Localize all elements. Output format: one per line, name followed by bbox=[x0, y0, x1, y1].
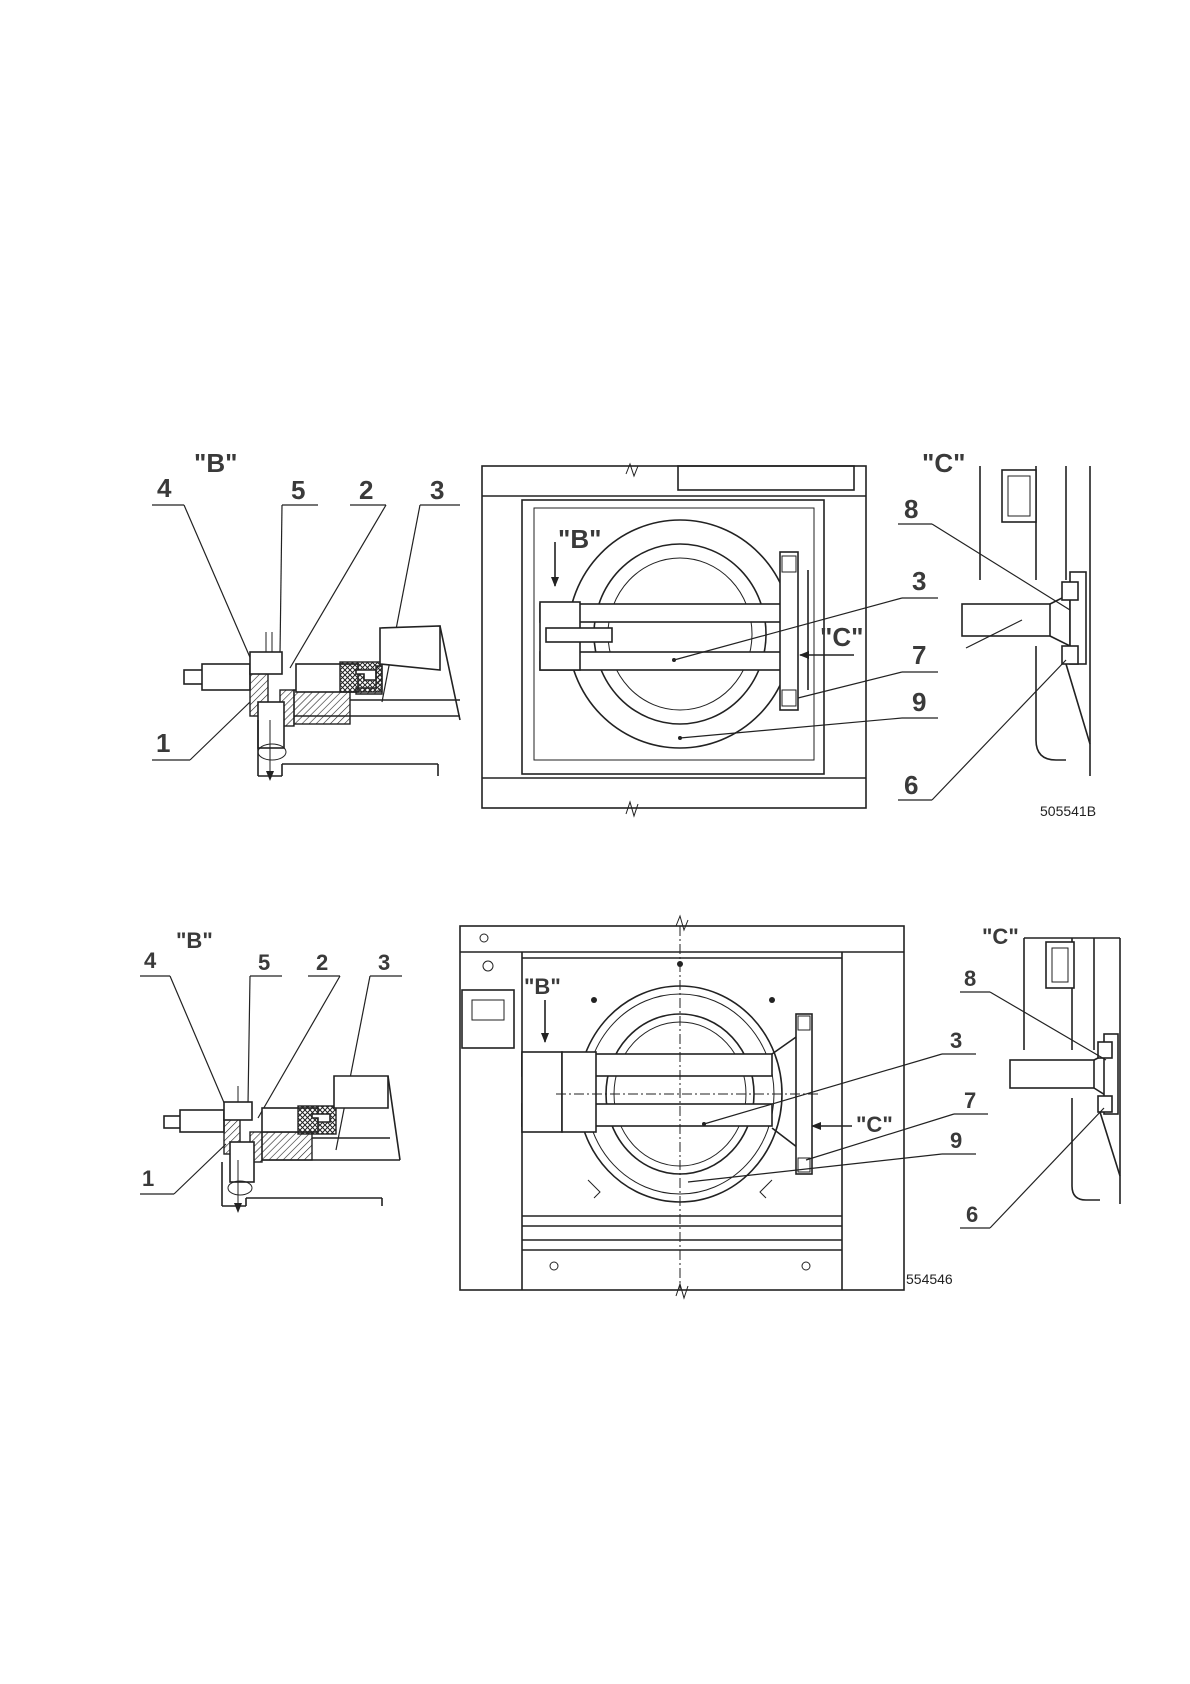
ref-label-6: 6 bbox=[966, 1202, 978, 1227]
front-view-top: "B" "C" 3 7 9 bbox=[482, 464, 938, 816]
detail-b-bottom: "B" 4 5 2 3 1 bbox=[140, 928, 402, 1212]
view-b-title: "B" bbox=[176, 928, 213, 953]
drawing-bottom: "B" 4 5 2 3 1 bbox=[140, 916, 1120, 1298]
ref-label-7: 7 bbox=[912, 640, 926, 670]
view-b-callout: "B" bbox=[524, 974, 561, 999]
view-c-title: "C" bbox=[982, 924, 1019, 949]
view-c-callout: "C" bbox=[820, 622, 863, 652]
ref-label-1: 1 bbox=[142, 1166, 154, 1191]
ref-label-8: 8 bbox=[964, 966, 976, 991]
view-c-callout: "C" bbox=[856, 1112, 893, 1137]
drawing-code: 505541B bbox=[1040, 803, 1096, 819]
drawing-top: "B" 4 5 2 3 1 bbox=[152, 448, 1096, 819]
ref-label-5: 5 bbox=[258, 950, 270, 975]
detail-c-bottom: "C" 8 6 bbox=[960, 924, 1120, 1228]
front-view-bottom: "B" "C" 3 7 9 554546 bbox=[460, 916, 988, 1298]
ref-label-8: 8 bbox=[904, 494, 918, 524]
ref-label-2: 2 bbox=[359, 475, 373, 505]
ref-label-2: 2 bbox=[316, 950, 328, 975]
ref-label-3: 3 bbox=[912, 566, 926, 596]
ref-label-9: 9 bbox=[912, 687, 926, 717]
ref-label-1: 1 bbox=[156, 728, 170, 758]
ref-label-3: 3 bbox=[950, 1028, 962, 1053]
ref-label-7: 7 bbox=[964, 1088, 976, 1113]
detail-c-top: "C" 8 6 505541B bbox=[898, 448, 1096, 819]
view-c-title: "C" bbox=[922, 448, 965, 478]
ref-label-3: 3 bbox=[378, 950, 390, 975]
ref-label-6: 6 bbox=[904, 770, 918, 800]
ref-label-5: 5 bbox=[291, 475, 305, 505]
ref-label-4: 4 bbox=[144, 948, 157, 973]
drawing-code: 554546 bbox=[906, 1271, 953, 1287]
view-b-callout: "B" bbox=[558, 524, 601, 554]
detail-b-top: "B" 4 5 2 3 1 bbox=[152, 448, 460, 780]
ref-label-9: 9 bbox=[950, 1128, 962, 1153]
ref-label-4: 4 bbox=[157, 473, 172, 503]
ref-label-3: 3 bbox=[430, 475, 444, 505]
view-b-title: "B" bbox=[194, 448, 237, 478]
